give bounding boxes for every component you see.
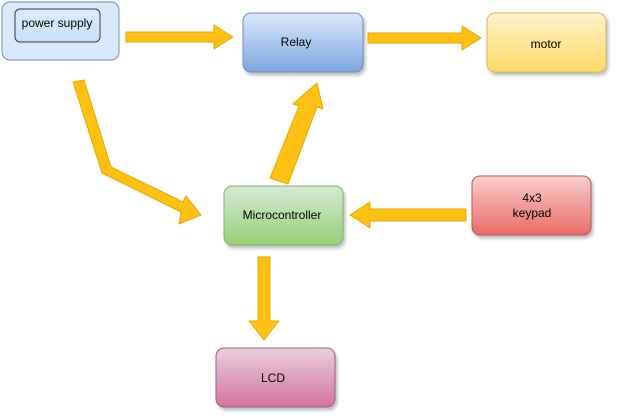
relay-label: Relay <box>281 35 312 49</box>
edges <box>72 24 482 341</box>
node-keypad[interactable]: 4x3 keypad <box>471 175 592 236</box>
node-motor[interactable]: motor <box>486 12 607 73</box>
node-lcd[interactable]: LCD <box>215 347 336 408</box>
motor-box <box>486 12 607 73</box>
node-relay[interactable]: Relay <box>242 12 364 73</box>
arrow-keypad-to-micro <box>349 201 467 229</box>
power-supply-label: power supply <box>22 16 93 30</box>
arrow-micro-to-lcd <box>248 256 280 341</box>
keypad-label-line1: 4x3 <box>522 191 542 205</box>
arrow-micro-to-relay <box>269 82 324 185</box>
node-power-supply[interactable]: power supply <box>1 1 120 61</box>
arrow-relay-to-motor <box>367 25 482 51</box>
microcontroller-label: Microcontroller <box>243 208 322 222</box>
microcontroller-box <box>223 185 344 246</box>
power-supply-inner-box <box>14 8 101 43</box>
node-microcontroller[interactable]: Microcontroller <box>223 185 344 246</box>
keypad-label-line2: keypad <box>513 206 552 220</box>
keypad-box <box>471 175 592 236</box>
arrow-power-to-relay <box>125 24 234 50</box>
relay-box <box>242 12 364 73</box>
arrow-power-to-micro <box>72 79 202 225</box>
lcd-box <box>215 347 336 408</box>
motor-label: motor <box>531 37 562 51</box>
lcd-label: LCD <box>261 371 285 385</box>
